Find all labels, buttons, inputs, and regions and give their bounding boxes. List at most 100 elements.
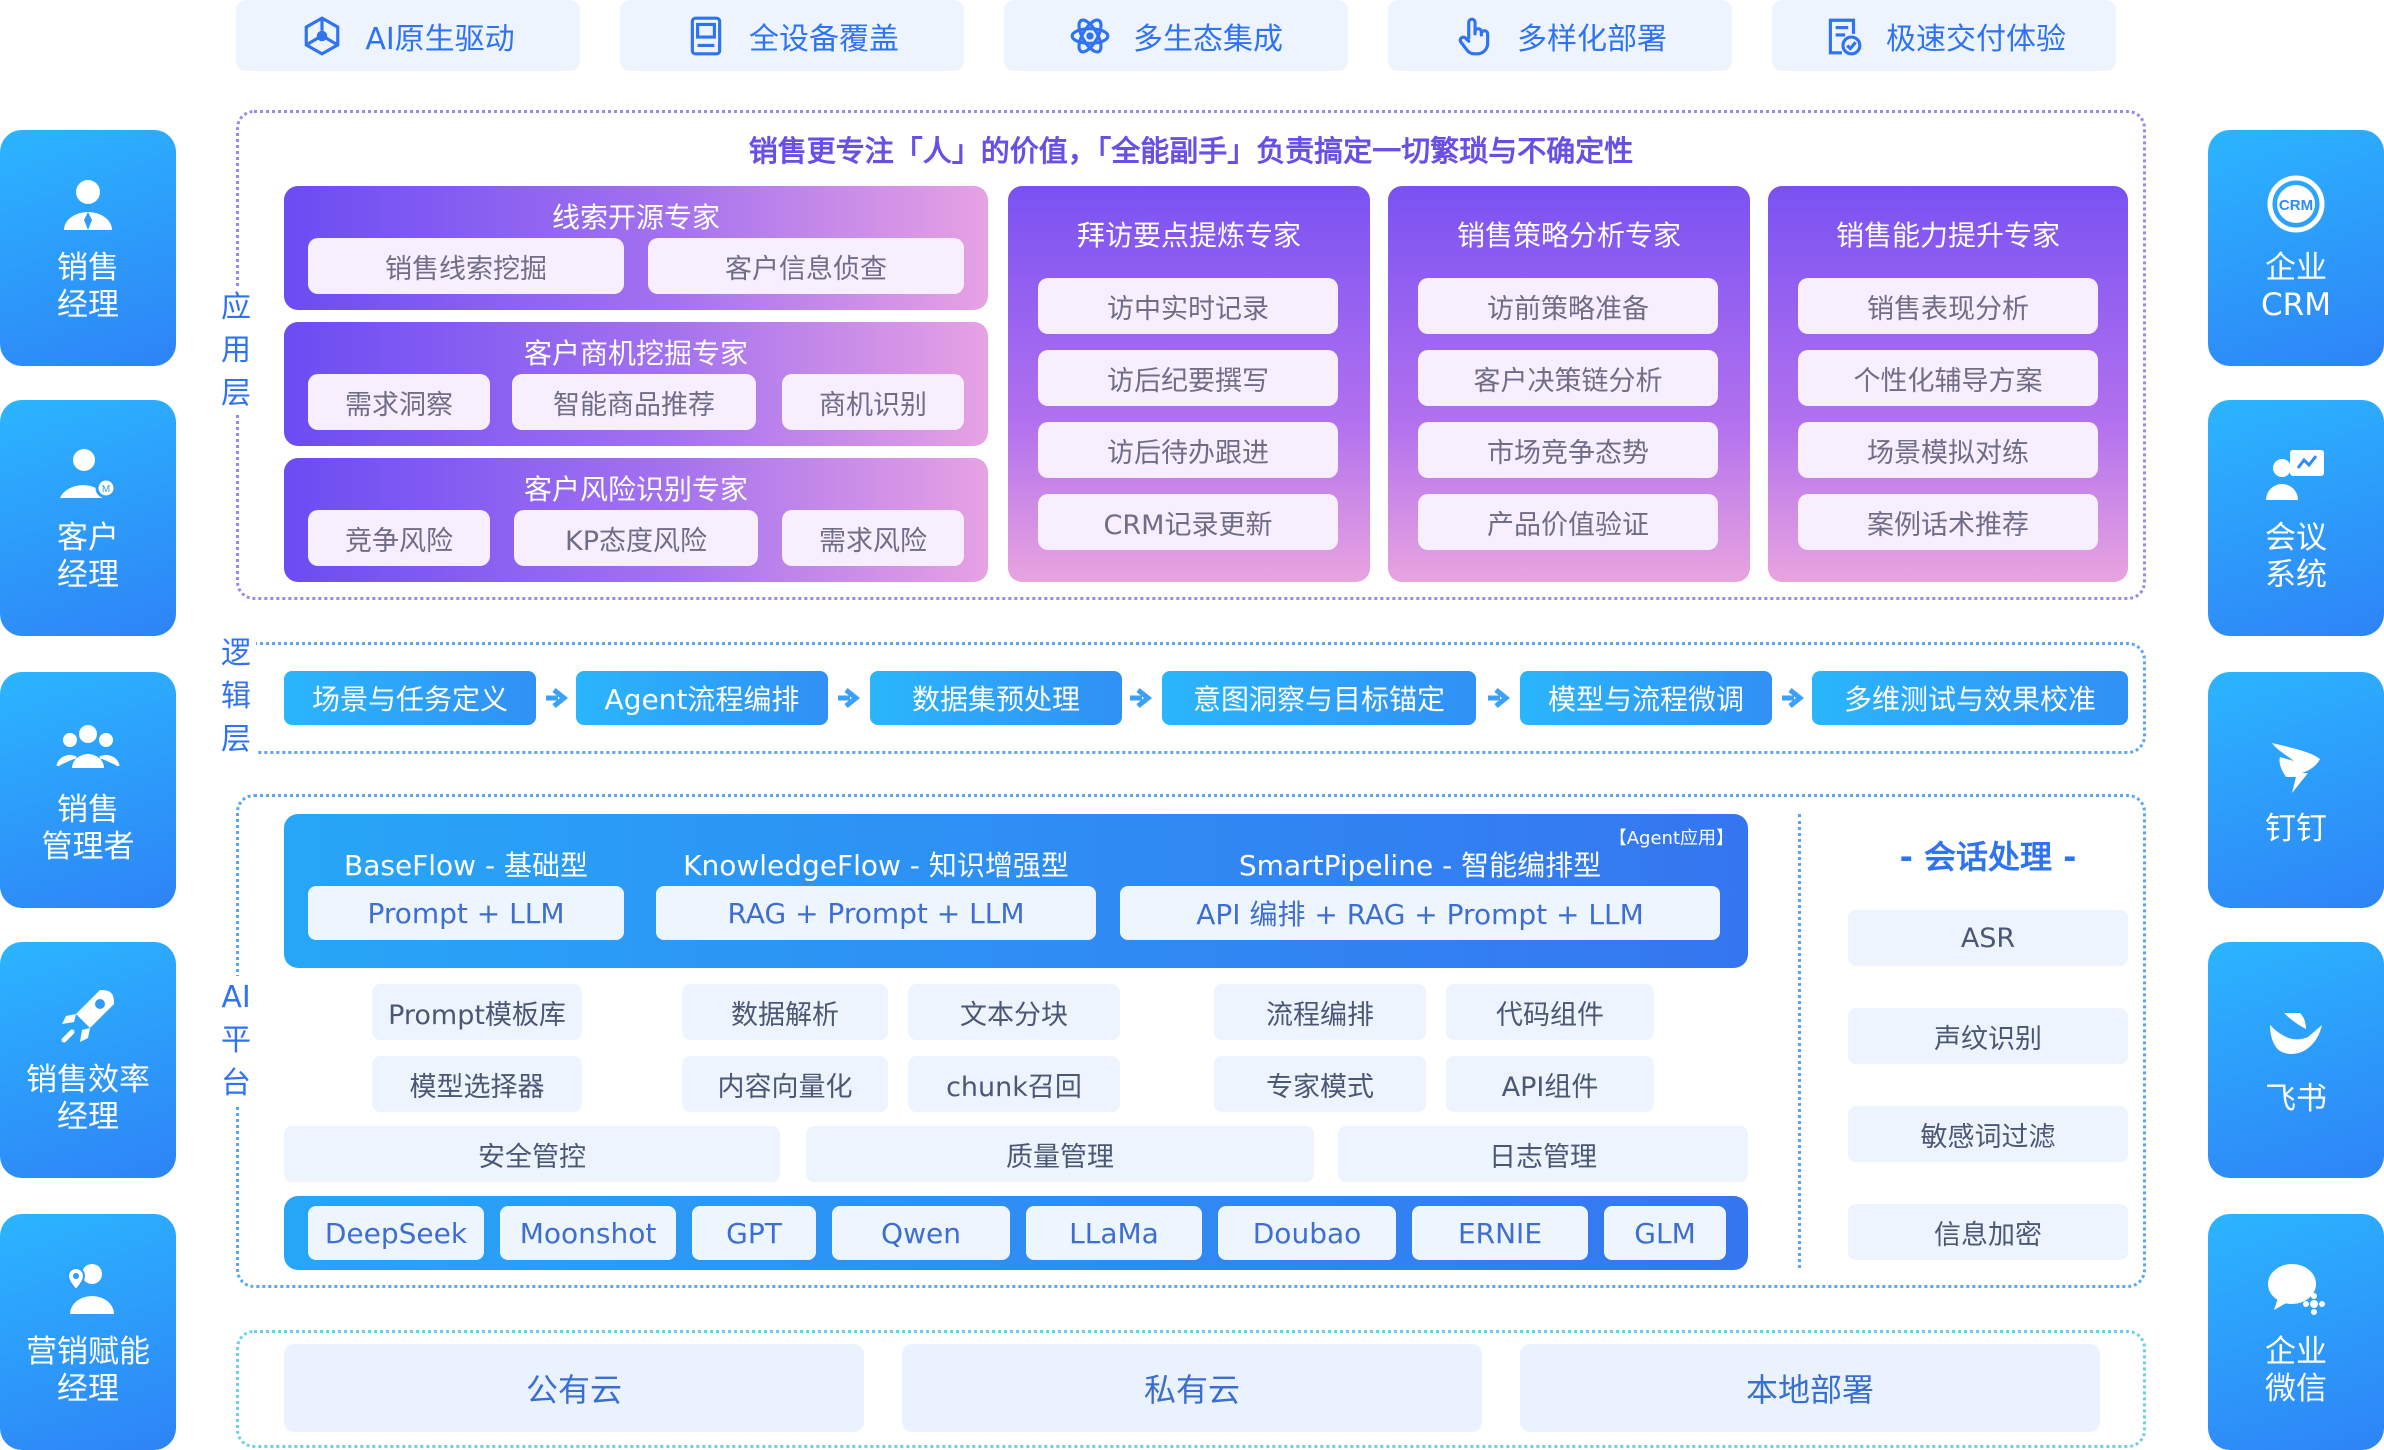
team-icon <box>56 725 120 768</box>
expert-card-opportunity: 客户商机挖掘专家 需求洞察 智能商品推荐 商机识别 <box>284 322 988 446</box>
model-item: Doubao <box>1218 1206 1396 1260</box>
expert-item: 商机识别 <box>782 374 964 430</box>
rocket-icon <box>61 990 114 1043</box>
expert-card-visit: 拜访要点提炼专家 访中实时记录 访后纪要撰写 访后待办跟进 CRM记录更新 <box>1008 186 1370 582</box>
expert-item: 需求洞察 <box>308 374 490 430</box>
expert-title: 销售策略分析专家 <box>1456 219 1681 252</box>
expert-item: 智能商品推荐 <box>512 374 756 430</box>
arrow-right-icon <box>838 688 861 708</box>
salesperson-icon <box>64 180 112 230</box>
expert-card-leads: 线索开源专家 销售线索挖掘 客户信息侦查 <box>284 186 988 310</box>
component-item: 内容向量化 <box>682 1056 888 1112</box>
governance-item: 质量管理 <box>806 1126 1314 1182</box>
feature-deployment: 多样化部署 <box>1388 0 1732 71</box>
role-account-manager: M 客户 经理 <box>0 400 176 636</box>
arrow-right-icon <box>546 688 569 708</box>
expert-title: 销售能力提升专家 <box>1835 219 2060 252</box>
flow-title: KnowledgeFlow - 知识增强型 <box>683 849 1069 882</box>
document-check-icon <box>1828 18 1862 55</box>
integration-meeting: 会议 系统 <box>2208 400 2384 636</box>
session-item: ASR <box>1848 910 2128 966</box>
expert-item: 访后待办跟进 <box>1038 422 1338 478</box>
expert-title: 线索开源专家 <box>551 201 720 234</box>
component-item: chunk召回 <box>908 1056 1120 1112</box>
expert-title: 客户风险识别专家 <box>523 473 748 506</box>
expert-item: 竞争风险 <box>308 510 490 566</box>
logic-step: 场景与任务定义 <box>284 671 536 725</box>
integration-wecom: 企业 微信 <box>2208 1214 2384 1450</box>
feature-label: 多样化部署 <box>1517 21 1667 57</box>
model-item: LLaMa <box>1026 1206 1202 1260</box>
cube-network-icon <box>304 15 340 56</box>
governance-item: 安全管控 <box>284 1126 780 1182</box>
expert-title: 拜访要点提炼专家 <box>1076 219 1301 252</box>
svg-text:M: M <box>102 484 110 495</box>
svg-text:CRM: CRM <box>2279 197 2313 214</box>
logic-step: 多维测试与效果校准 <box>1812 671 2128 725</box>
logic-step: 数据集预处理 <box>870 671 1122 725</box>
expert-item: 产品价值验证 <box>1418 494 1718 550</box>
expert-item: 场景模拟对练 <box>1798 422 2098 478</box>
integration-label: 飞书 <box>2265 1080 2327 1117</box>
role-sales-manager: 销售 经理 <box>0 130 176 366</box>
expert-card-ability: 销售能力提升专家 销售表现分析 个性化辅导方案 场景模拟对练 案例话术推荐 <box>1768 186 2128 582</box>
model-item: GPT <box>692 1206 816 1260</box>
account-manager-icon: M <box>60 449 117 499</box>
integration-label: 企业 CRM <box>2261 250 2331 323</box>
model-panel: DeepSeek Moonshot GPT Qwen LLaMa Doubao … <box>284 1196 1748 1270</box>
flow-formula: Prompt + LLM <box>308 886 624 940</box>
enablement-icon <box>66 1264 114 1314</box>
role-efficiency-manager: 销售效率 经理 <box>0 942 176 1178</box>
component-item: 流程编排 <box>1214 984 1426 1040</box>
session-divider <box>1798 814 1801 1268</box>
flow-title: BaseFlow - 基础型 <box>343 849 588 882</box>
integration-crm: CRM 企业 CRM <box>2208 130 2384 366</box>
expert-item: 客户信息侦查 <box>648 238 964 294</box>
expert-item: 市场竞争态势 <box>1418 422 1718 478</box>
expert-card-risk: 客户风险识别专家 竞争风险 KP态度风险 需求风险 <box>284 458 988 582</box>
integration-feishu: 飞书 <box>2208 942 2384 1178</box>
logic-step: Agent流程编排 <box>576 671 828 725</box>
expert-title: 客户商机挖掘专家 <box>523 337 748 370</box>
deployment-option: 公有云 <box>284 1344 864 1432</box>
role-label: 销售 经理 <box>57 250 119 323</box>
feature-fast-delivery: 极速交付体验 <box>1772 0 2116 71</box>
role-sales-leader: 销售 管理者 <box>0 672 176 908</box>
component-item: 文本分块 <box>908 984 1120 1040</box>
feature-ecosystem: 多生态集成 <box>1004 0 1348 71</box>
device-icon <box>690 16 722 55</box>
role-label: 客户 经理 <box>57 520 119 593</box>
feature-ai-native: AI原生驱动 <box>236 0 580 71</box>
integration-label: 钉钉 <box>2265 810 2327 847</box>
ecosystem-icon <box>1070 18 1110 53</box>
flow-formula: RAG + Prompt + LLM <box>656 886 1096 940</box>
application-headline: 销售更专注「人」的价值，「全能副手」负责搞定一切繁琐与不确定性 <box>748 134 1634 168</box>
feature-all-devices: 全设备覆盖 <box>620 0 964 71</box>
arrow-right-icon <box>1782 688 1805 708</box>
meeting-icon <box>2266 450 2324 500</box>
expert-item: 访中实时记录 <box>1038 278 1338 334</box>
session-title: - 会话处理 - <box>1899 838 2077 876</box>
arrow-right-icon <box>1130 688 1153 708</box>
component-item: 模型选择器 <box>372 1056 582 1112</box>
component-item: 专家模式 <box>1214 1056 1426 1112</box>
model-item: DeepSeek <box>308 1206 484 1260</box>
expert-item: 客户决策链分析 <box>1418 350 1718 406</box>
model-item: Qwen <box>832 1206 1010 1260</box>
expert-item: 访后纪要撰写 <box>1038 350 1338 406</box>
session-item: 信息加密 <box>1848 1204 2128 1260</box>
expert-card-strategy: 销售策略分析专家 访前策略准备 客户决策链分析 市场竞争态势 产品价值验证 <box>1388 186 1750 582</box>
model-item: GLM <box>1604 1206 1726 1260</box>
expert-item: 需求风险 <box>782 510 964 566</box>
expert-item: 销售表现分析 <box>1798 278 2098 334</box>
expert-item: 访前策略准备 <box>1418 278 1718 334</box>
expert-item: 销售线索挖掘 <box>308 238 624 294</box>
layer-label-ai-platform: AI 平 台 <box>216 976 256 1105</box>
arrow-right-icon <box>1488 688 1511 708</box>
expert-item: 个性化辅导方案 <box>1798 350 2098 406</box>
layer-label-application: 应 用 层 <box>216 286 256 415</box>
feature-label: AI原生驱动 <box>365 21 515 57</box>
role-label: 销售效率 经理 <box>26 1062 150 1135</box>
model-item: ERNIE <box>1412 1206 1588 1260</box>
integration-dingtalk: 钉钉 <box>2208 672 2384 908</box>
